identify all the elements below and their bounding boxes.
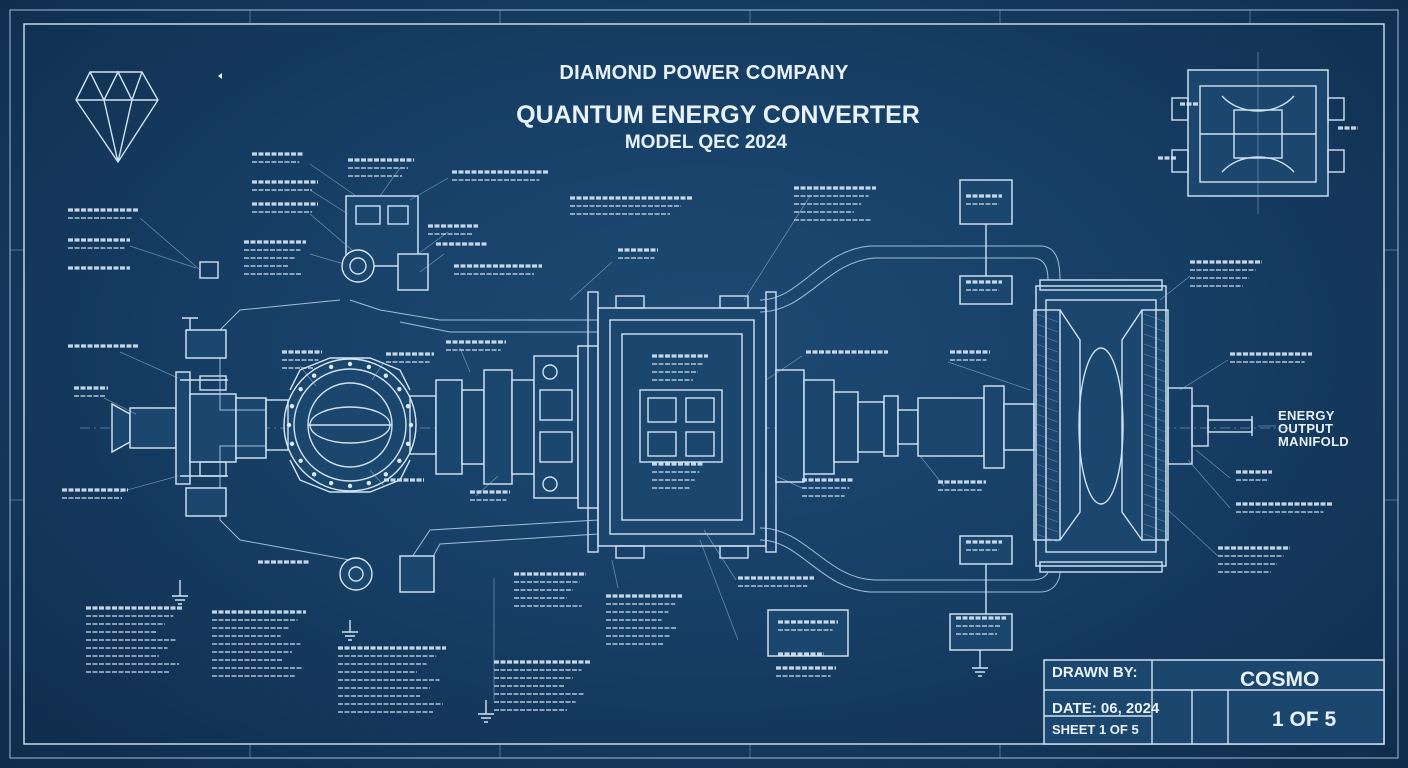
drawing-title: QUANTUM ENERGY CONVERTER bbox=[516, 101, 920, 129]
bolt-icon bbox=[397, 386, 402, 392]
sheet-field: SHEET 1 OF 5 bbox=[1052, 722, 1139, 737]
annotation-text-blocks bbox=[62, 102, 1358, 713]
bolt-icon bbox=[405, 403, 411, 409]
sheet-number-big: 1 OF 5 bbox=[1272, 708, 1337, 731]
bolt-icon bbox=[347, 361, 353, 367]
energy-output-label-1: ENERGY bbox=[1278, 408, 1335, 423]
diamond-logo-icon bbox=[75, 70, 159, 164]
bolt-icon bbox=[366, 364, 372, 370]
bolt-icon bbox=[298, 458, 303, 464]
bolt-icon bbox=[397, 458, 402, 464]
bolt-icon bbox=[366, 480, 372, 486]
border-ticks bbox=[10, 10, 1398, 758]
bolt-icon bbox=[383, 373, 389, 378]
bolt-icon bbox=[289, 441, 295, 447]
drawn-by-label: DRAWN BY: bbox=[1052, 664, 1138, 681]
bolt-icon bbox=[405, 441, 411, 447]
date-field: DATE: 06, 2024 bbox=[1052, 700, 1160, 717]
housing-hatching bbox=[1035, 313, 1167, 543]
bolt-icon bbox=[289, 403, 295, 409]
drawn-by-value: COSMO bbox=[1240, 668, 1320, 691]
bolt-icon bbox=[347, 483, 353, 489]
coupling-stack bbox=[435, 345, 601, 509]
inner-border bbox=[23, 23, 1385, 745]
output-housing bbox=[1033, 279, 1253, 573]
circular-chamber bbox=[265, 357, 437, 493]
bolt-icon bbox=[383, 472, 389, 477]
bolt-icon bbox=[298, 386, 303, 392]
bolt-icon bbox=[311, 472, 317, 477]
drive-shaft bbox=[775, 369, 1035, 483]
model-number: MODEL QEC 2024 bbox=[624, 132, 788, 153]
energy-output-label-3: MANIFOLD bbox=[1278, 434, 1349, 449]
inlet-flange bbox=[111, 371, 267, 485]
energy-output-label-2: OUTPUT bbox=[1278, 421, 1334, 436]
bolt-icon bbox=[408, 422, 414, 428]
central-converter bbox=[587, 291, 777, 559]
bolt-icon bbox=[328, 480, 334, 486]
marker-arrow-icon bbox=[218, 73, 222, 79]
bolt-icon bbox=[328, 364, 334, 370]
chamber-bolts bbox=[286, 361, 414, 489]
outer-border bbox=[9, 9, 1399, 759]
lower-components bbox=[339, 179, 1013, 666]
detail-inset bbox=[1171, 52, 1345, 214]
company-name: DIAMOND POWER COMPANY bbox=[559, 62, 849, 84]
ground-symbols bbox=[172, 317, 988, 723]
bolt-icon bbox=[286, 422, 292, 428]
bolt-icon bbox=[311, 373, 317, 378]
upper-left-components bbox=[185, 195, 429, 517]
title-block-frame bbox=[1043, 659, 1385, 745]
leader-lines bbox=[103, 163, 1276, 700]
